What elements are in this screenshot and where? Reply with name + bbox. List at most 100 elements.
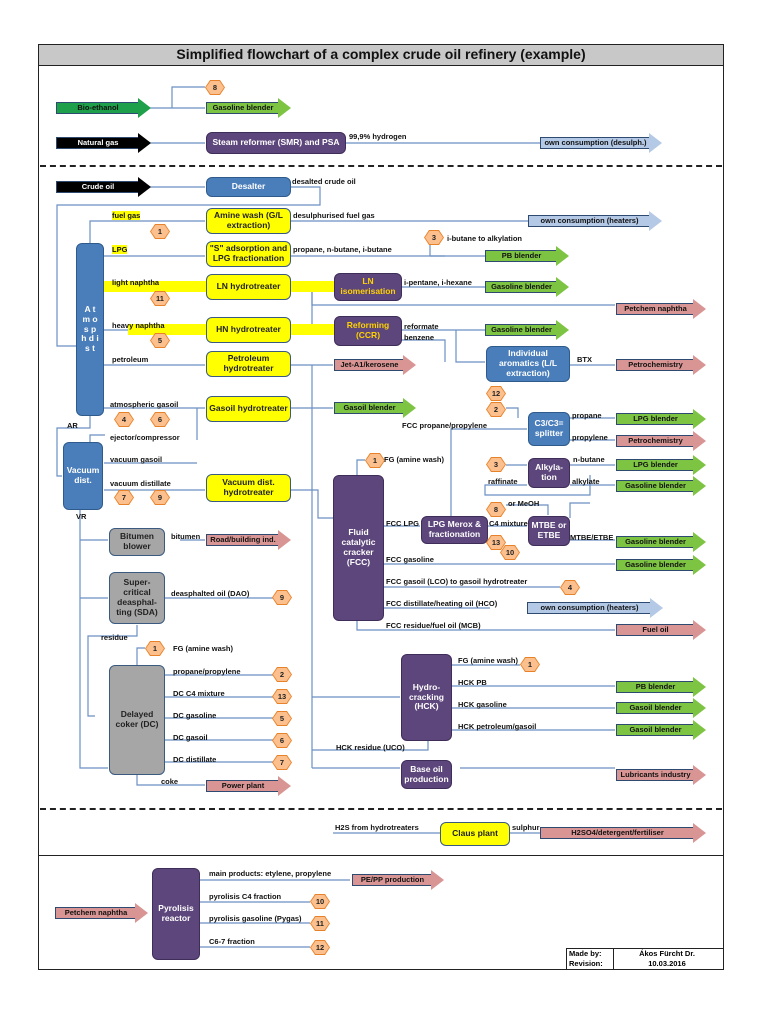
unit-mtbe-etbe[interactable]: MTBE or ETBE (528, 516, 570, 546)
product-jet-kerosene[interactable]: Jet-A1/kerosene (334, 355, 416, 375)
link-badge[interactable]: 4 (114, 412, 134, 427)
product-gasoline-blender[interactable]: Gasoline blender (206, 98, 291, 118)
unit-ln-hydrotreater[interactable]: LN hydrotreater (206, 274, 291, 300)
link-badge[interactable]: 9 (272, 590, 292, 605)
link-badge[interactable]: 8 (205, 80, 225, 95)
stream-dc-gasoline: DC gasoline (173, 711, 217, 720)
unit-ln-isomerisation[interactable]: LN isomerisation (334, 273, 402, 301)
unit-c3-splitter[interactable]: C3/C3= splitter (528, 412, 570, 446)
stream-fcc-mcb: FCC residue/fuel oil (MCB) (386, 621, 481, 630)
unit-fcc[interactable]: Fluid catalytic cracker (FCC) (333, 475, 384, 621)
unit-vacuum-dist-hydrotreater[interactable]: Vacuum dist. hydrotreater (206, 474, 291, 502)
unit-alkylation[interactable]: Alkyla-tion (528, 458, 570, 488)
product-petchem-naphtha[interactable]: Petchem naphtha (616, 299, 706, 319)
stream-heavy-naphtha: heavy naphtha (112, 321, 165, 330)
stream-dao: deasphalted oil (DAO) (171, 589, 250, 598)
product-lpg-blender[interactable]: LPG blender (616, 455, 706, 475)
link-badge[interactable]: 2 (272, 667, 292, 682)
product-lubricants[interactable]: Lubricants industry (616, 765, 706, 785)
link-badge[interactable]: 2 (486, 402, 506, 417)
product-gasoline-blender[interactable]: Gasoline blender (485, 320, 569, 340)
input-petchem-naphtha[interactable]: Petchem naphtha (55, 903, 148, 923)
unit-hn-hydrotreater[interactable]: HN hydrotreater (206, 317, 291, 343)
product-petrochemistry[interactable]: Petrochemistry (616, 355, 706, 375)
unit-petroleum-hydrotreater[interactable]: Petroleum hydrotreater (206, 351, 291, 377)
unit-delayed-coker[interactable]: Delayed coker (DC) (109, 665, 165, 775)
unit-amine-wash[interactable]: Amine wash (G/L extraction) (206, 208, 291, 234)
input-natural-gas[interactable]: Natural gas (56, 133, 151, 153)
product-gasoline-blender[interactable]: Gasoline blender (485, 277, 569, 297)
product-petrochemistry[interactable]: Petrochemistry (616, 431, 706, 451)
stream-pyro-c4: pyrolisis C4 fraction (209, 892, 282, 901)
label: Gasoline blender (485, 281, 557, 293)
product-gasoil-blender[interactable]: Gasoil blender (334, 398, 416, 418)
input-bioethanol[interactable]: Bio-ethanol (56, 98, 151, 118)
link-badge[interactable]: 8 (486, 502, 506, 517)
stream-btx: BTX (577, 355, 592, 364)
link-badge[interactable]: 10 (310, 894, 330, 909)
link-badge[interactable]: 6 (272, 733, 292, 748)
unit-pyrolysis-reactor[interactable]: Pyrolisis reactor (152, 868, 200, 960)
product-gasoil-blender[interactable]: Gasoil blender (616, 698, 706, 718)
link-number: 5 (151, 334, 169, 347)
unit-sda[interactable]: Super-critical deasphal-ting (SDA) (109, 572, 165, 624)
product-pb-blender[interactable]: PB blender (616, 677, 706, 697)
product-own-consumption-heaters[interactable]: own consumption (heaters) (527, 598, 663, 618)
input-crude-oil[interactable]: Crude oil (56, 177, 151, 197)
unit-reforming[interactable]: Reforming (CCR) (334, 316, 402, 346)
product-pb-blender[interactable]: PB blender (485, 246, 569, 266)
unit-desalter[interactable]: Desalter (206, 177, 291, 197)
link-badge[interactable]: 13 (272, 689, 292, 704)
product-fuel-oil[interactable]: Fuel oil (616, 620, 706, 640)
link-badge[interactable]: 5 (150, 333, 170, 348)
link-badge[interactable]: 1 (145, 641, 165, 656)
link-badge[interactable]: 1 (365, 453, 385, 468)
link-badge[interactable]: 7 (114, 490, 134, 505)
link-badge[interactable]: 12 (310, 940, 330, 955)
link-badge[interactable]: 3 (486, 457, 506, 472)
product-gasoline-blender[interactable]: Gasoline blender (616, 476, 706, 496)
product-power-plant[interactable]: Power plant (206, 776, 291, 796)
arrow-head-icon (693, 455, 706, 475)
unit-vacuum-distillation[interactable]: Vacuum dist. (63, 442, 103, 510)
product-road-building[interactable]: Road/building ind. (206, 530, 291, 550)
link-badge[interactable]: 5 (272, 711, 292, 726)
arrow-head-icon (135, 903, 148, 923)
link-badge[interactable]: 11 (310, 916, 330, 931)
unit-gasoil-hydrotreater[interactable]: Gasoil hydrotreater (206, 396, 291, 422)
product-own-consumption-heaters[interactable]: own consumption (heaters) (528, 211, 662, 231)
unit-bitumen-blower[interactable]: Bitumen blower (109, 528, 165, 556)
unit-base-oil[interactable]: Base oil production (401, 760, 452, 789)
link-badge[interactable]: 10 (500, 545, 520, 560)
product-gasoline-blender[interactable]: Gasoline blender (616, 532, 706, 552)
unit-lpg-merox[interactable]: LPG Merox & fractionation (421, 516, 488, 544)
link-badge[interactable]: 1 (150, 224, 170, 239)
unit-s-adsorption[interactable]: "S" adsorption and LPG fractionation (206, 241, 291, 267)
unit-atmospheric-distillation[interactable]: A t m o s p h d i s t (76, 243, 104, 416)
link-badge[interactable]: 3 (424, 230, 444, 245)
product-h2so4[interactable]: H2SO4/detergent/fertiliser (540, 823, 706, 843)
product-gasoline-blender[interactable]: Gasoline blender (616, 555, 706, 575)
unit-smr[interactable]: Steam reformer (SMR) and PSA (206, 132, 346, 154)
link-badge[interactable]: 4 (560, 580, 580, 595)
arrow-head-icon (693, 299, 706, 319)
unit-claus-plant[interactable]: Claus plant (440, 822, 510, 846)
link-badge[interactable]: 11 (150, 291, 170, 306)
link-number: 4 (561, 581, 579, 594)
product-own-consumption-desulph[interactable]: own consumption (desulph.) (540, 133, 662, 153)
link-badge[interactable]: 7 (272, 755, 292, 770)
link-badge[interactable]: 6 (150, 412, 170, 427)
link-number: 7 (115, 491, 133, 504)
product-pe-pp[interactable]: PE/PP production (352, 870, 444, 890)
unit-hydrocracker[interactable]: Hydro-cracking (HCK) (401, 654, 452, 741)
link-number: 12 (487, 387, 505, 400)
link-badge[interactable]: 13 (486, 535, 506, 550)
link-badge[interactable]: 1 (520, 657, 540, 672)
page-title: Simplified flowchart of a complex crude … (38, 44, 724, 66)
link-badge[interactable]: 12 (486, 386, 506, 401)
product-lpg-blender[interactable]: LPG blender (616, 409, 706, 429)
product-gasoil-blender[interactable]: Gasoil blender (616, 720, 706, 740)
link-badge[interactable]: 9 (150, 490, 170, 505)
stream-ipentane: i-pentane, i-hexane (404, 278, 472, 287)
unit-aromatics-extraction[interactable]: Individual aromatics (L/L extraction) (486, 346, 570, 382)
